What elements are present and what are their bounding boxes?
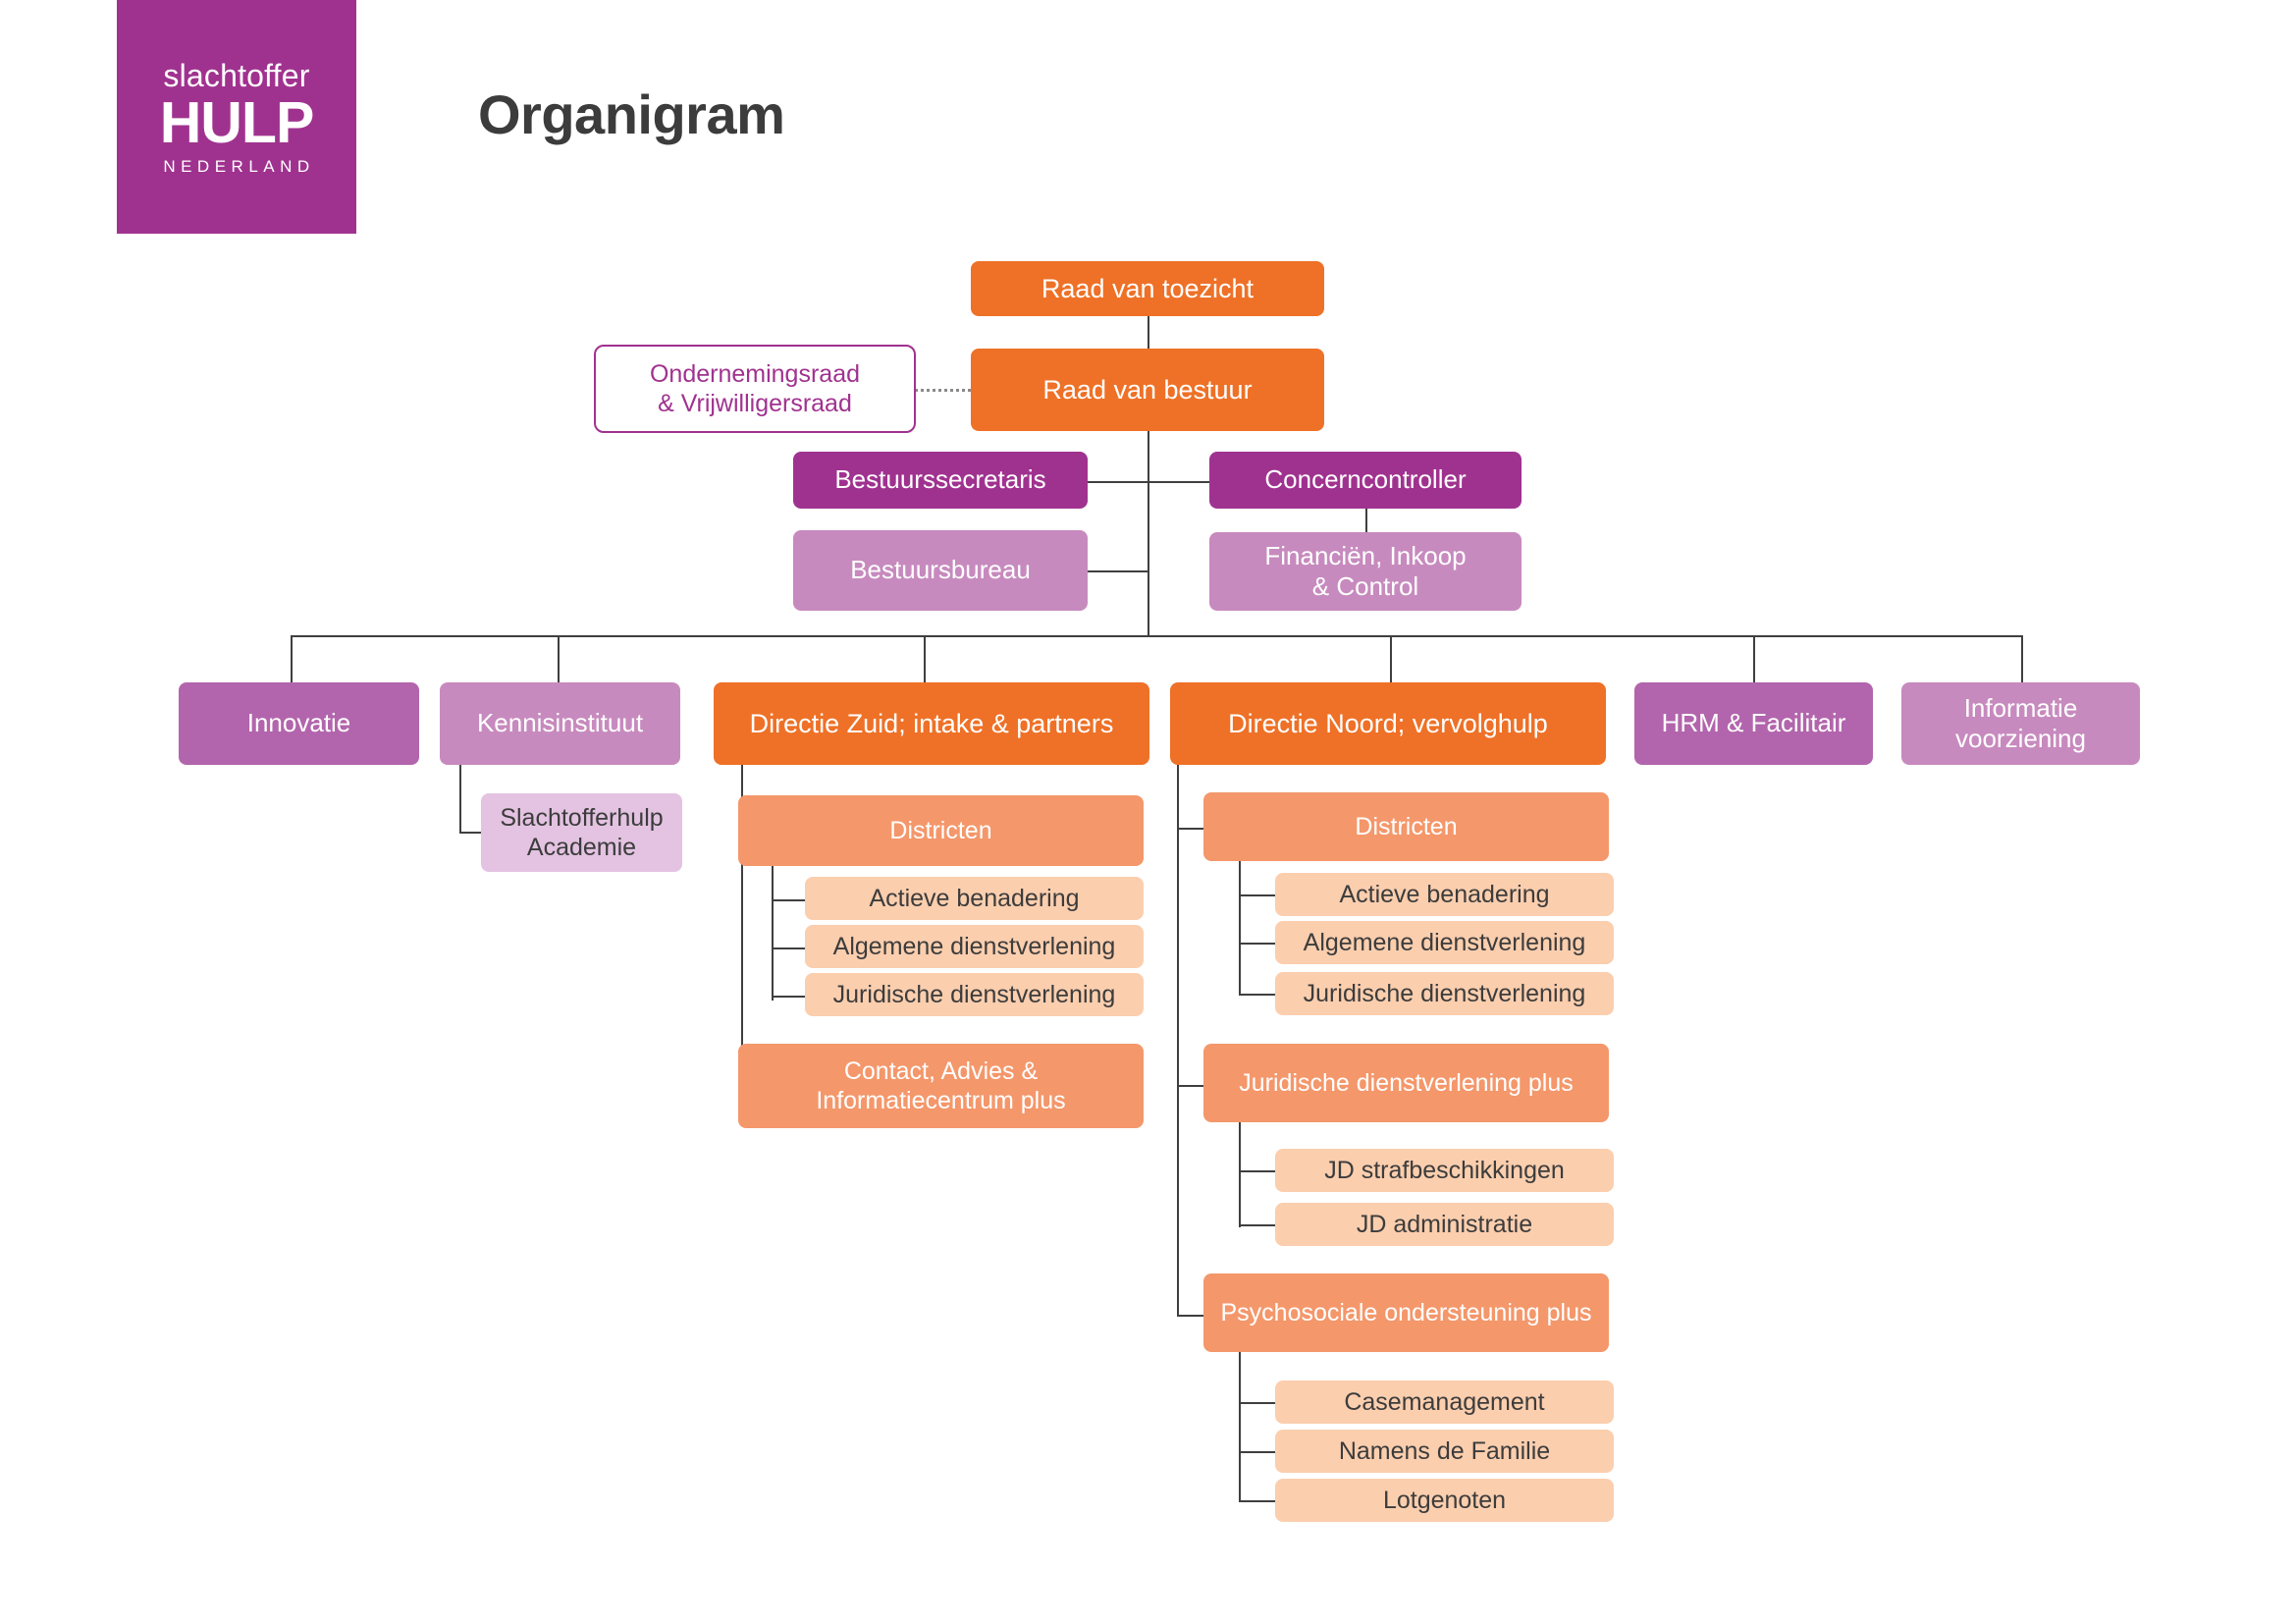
informatie-line-1: Informatie	[1963, 692, 2078, 723]
connector-noord-sub-3	[1239, 994, 1280, 996]
logo-line-slachtoffer: slachtoffer	[163, 57, 310, 93]
node-juridische-dienstverlening-plus[interactable]: Juridische dienstverlening plus	[1203, 1044, 1609, 1122]
connector-juridisch-sub-1	[1239, 1170, 1280, 1172]
academie-line-2: Academie	[526, 834, 637, 861]
node-psychosociale-ondersteuning-plus[interactable]: Psychosociale ondersteuning plus	[1203, 1273, 1609, 1352]
connector-juridisch-trunk	[1239, 1111, 1241, 1227]
connector-noord-psychosociaal	[1177, 1315, 1204, 1317]
node-informatievoorziening[interactable]: Informatie voorziening	[1901, 682, 2140, 765]
connector-bestuursbureau-trunk	[1088, 570, 1149, 572]
connector-zuid-districten-trunk	[772, 858, 774, 1001]
connector-drop-kennisinstituut	[558, 635, 560, 682]
node-ondernemingsraad[interactable]: Ondernemingsraad & Vrijwilligersraad	[594, 345, 916, 433]
connector-juridisch-sub-2	[1239, 1224, 1280, 1226]
financien-line-1: Financiën, Inkoop	[1264, 540, 1467, 570]
node-zuid-actieve-benadering[interactable]: Actieve benadering	[805, 877, 1144, 920]
connector-drop-zuid	[924, 635, 926, 682]
connector-psychosociaal-sub-2	[1239, 1451, 1280, 1453]
connector-noord-districten-trunk	[1239, 854, 1241, 996]
connector-psychosociaal-trunk	[1239, 1341, 1241, 1500]
connector-noord-trunk	[1177, 765, 1179, 1317]
node-zuid-algemene-dienstverlening[interactable]: Algemene dienstverlening	[805, 925, 1144, 968]
node-zuid-juridische-dienstverlening[interactable]: Juridische dienstverlening	[805, 973, 1144, 1016]
connector-ondernemingsraad-bestuur	[915, 389, 971, 392]
connector-main-bus	[291, 635, 2023, 637]
connector-zuid-sub-2	[772, 947, 809, 949]
node-bestuursbureau[interactable]: Bestuursbureau	[793, 530, 1088, 611]
node-innovatie[interactable]: Innovatie	[179, 682, 419, 765]
node-directie-zuid[interactable]: Directie Zuid; intake & partners	[714, 682, 1149, 765]
node-slachtofferhulp-academie[interactable]: Slachtofferhulp Academie	[481, 793, 682, 872]
node-casemanagement[interactable]: Casemanagement	[1275, 1380, 1614, 1424]
ondernemingsraad-line-1: Ondernemingsraad	[649, 360, 860, 388]
connector-kennisinstituut-academie-h	[459, 832, 483, 834]
connector-bestuur-trunk	[1148, 431, 1149, 635]
node-noord-algemene-dienstverlening[interactable]: Algemene dienstverlening	[1275, 921, 1614, 964]
logo-line-nederland: NEDERLAND	[163, 156, 315, 176]
node-kennisinstituut[interactable]: Kennisinstituut	[440, 682, 680, 765]
node-concerncontroller[interactable]: Concerncontroller	[1209, 452, 1522, 509]
connector-zuid-sub-1	[772, 899, 809, 901]
connector-drop-noord	[1390, 635, 1392, 682]
connector-noord-sub-1	[1239, 894, 1280, 896]
node-jd-administratie[interactable]: JD administratie	[1275, 1203, 1614, 1246]
connector-secretaris-controller	[1088, 481, 1258, 483]
connector-psychosociaal-sub-3	[1239, 1500, 1280, 1502]
connector-zuid-trunk	[741, 765, 743, 1099]
node-directie-noord[interactable]: Directie Noord; vervolghulp	[1170, 682, 1606, 765]
connector-kennisinstituut-academie-v	[459, 765, 461, 834]
node-namens-de-familie[interactable]: Namens de Familie	[1275, 1430, 1614, 1473]
ondernemingsraad-line-2: & Vrijwilligersraad	[658, 390, 852, 417]
connector-controller-financien	[1365, 509, 1367, 533]
logo: slachtoffer HULP NEDERLAND	[117, 0, 356, 234]
connector-drop-innovatie	[291, 635, 293, 682]
logo-line-hulp: HULP	[159, 89, 315, 155]
connector-noord-sub-2	[1239, 943, 1280, 945]
contact-line-1: Contact, Advies &	[843, 1057, 1039, 1085]
node-noord-actieve-benadering[interactable]: Actieve benadering	[1275, 873, 1614, 916]
connector-drop-hrm	[1753, 635, 1755, 682]
connector-noord-districten	[1177, 828, 1204, 830]
connector-toezicht-bestuur	[1148, 316, 1149, 349]
node-jd-strafbeschikkingen[interactable]: JD strafbeschikkingen	[1275, 1149, 1614, 1192]
contact-line-2: Informatiecentrum plus	[816, 1087, 1066, 1114]
node-zuid-districten[interactable]: Districten	[738, 795, 1144, 866]
node-lotgenoten[interactable]: Lotgenoten	[1275, 1479, 1614, 1522]
financien-line-2: & Control	[1311, 571, 1419, 601]
node-raad-van-toezicht[interactable]: Raad van toezicht	[971, 261, 1324, 316]
academie-line-1: Slachtofferhulp	[500, 804, 664, 832]
page-title: Organigram	[478, 83, 785, 145]
node-bestuurssecretaris[interactable]: Bestuurssecretaris	[793, 452, 1088, 509]
connector-drop-informatie	[2021, 635, 2023, 682]
connector-noord-juridisch	[1177, 1085, 1204, 1087]
node-hrm-facilitair[interactable]: HRM & Facilitair	[1634, 682, 1873, 765]
connector-psychosociaal-sub-1	[1239, 1402, 1280, 1404]
node-financien-inkoop-control[interactable]: Financiën, Inkoop & Control	[1209, 532, 1522, 611]
connector-zuid-sub-3	[772, 996, 809, 998]
node-zuid-contact-advies-informatiecentrum-plus[interactable]: Contact, Advies & Informatiecentrum plus	[738, 1044, 1144, 1128]
node-raad-van-bestuur[interactable]: Raad van bestuur	[971, 349, 1324, 431]
node-noord-districten[interactable]: Districten	[1203, 792, 1609, 861]
informatie-line-2: voorziening	[1955, 724, 2086, 753]
node-noord-juridische-dienstverlening[interactable]: Juridische dienstverlening	[1275, 972, 1614, 1015]
